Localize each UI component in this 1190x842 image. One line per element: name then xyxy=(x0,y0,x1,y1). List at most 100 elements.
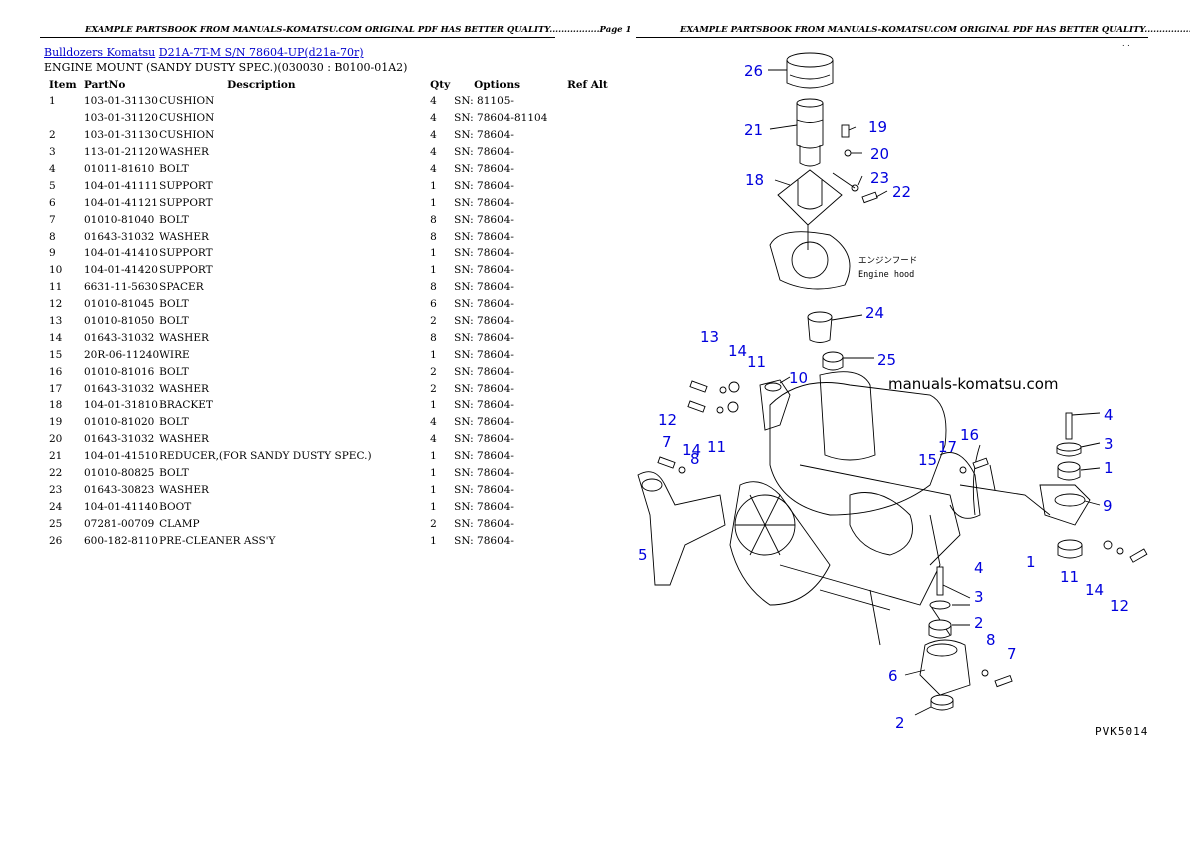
cell-qty: 1 xyxy=(430,483,437,496)
cell-description: BOLT xyxy=(159,416,189,429)
callout-label: 15 xyxy=(918,451,937,469)
cell-ref-alt xyxy=(567,296,617,313)
left-bracket-drawing xyxy=(637,379,791,586)
cell-ref-alt xyxy=(567,532,617,549)
cell-options: SN: 78604- xyxy=(454,500,514,513)
callout-label: 21 xyxy=(744,121,763,139)
cell-ref-alt xyxy=(567,245,617,262)
callout-label: 13 xyxy=(700,328,719,346)
cell-ref-alt xyxy=(567,262,617,279)
cell-options: SN: 78604- xyxy=(454,179,514,192)
breadcrumb-link-model[interactable]: D21A-7T-M S/N 78604-UP(d21a-70r) xyxy=(158,46,364,59)
col-header-partno: PartNo xyxy=(84,78,126,91)
cell-qty: 1 xyxy=(430,196,437,209)
cell-description: WIRE xyxy=(159,348,190,361)
cell-description: CUSHION xyxy=(159,129,215,142)
cell-description: CLAMP xyxy=(159,517,200,530)
cell-ref-alt xyxy=(567,346,617,363)
cell-qty: 1 xyxy=(430,264,437,277)
cell-item: 8 xyxy=(49,230,56,243)
cell-item: 2 xyxy=(49,129,56,142)
cell-description: BOLT xyxy=(159,315,189,328)
cell-description: SUPPORT xyxy=(159,247,213,260)
cell-partno: 07281-00709 xyxy=(84,517,155,530)
cell-partno: 01010-80825 xyxy=(84,467,155,480)
cell-partno: 01010-81016 xyxy=(84,365,155,378)
callout-label: 19 xyxy=(868,118,887,136)
cell-ref-alt xyxy=(567,363,617,380)
cell-qty: 4 xyxy=(430,129,437,142)
cell-partno: 104-01-41140 xyxy=(84,500,158,513)
callout-label: 7 xyxy=(662,433,672,451)
callout-label: 20 xyxy=(870,145,889,163)
callout-label: 11 xyxy=(707,438,726,456)
callout-label: 11 xyxy=(747,353,766,371)
cell-item: 25 xyxy=(49,517,63,530)
cell-qty: 8 xyxy=(430,213,437,226)
cell-options: SN: 78604- xyxy=(454,416,514,429)
callout-label: 12 xyxy=(1110,597,1129,615)
cell-options: SN: 78604- xyxy=(454,281,514,294)
cell-qty: 4 xyxy=(430,146,437,159)
cell-partno: 01010-81045 xyxy=(84,298,155,311)
cell-item: 18 xyxy=(49,399,63,412)
boot-drawing xyxy=(807,311,844,371)
cell-qty: 8 xyxy=(430,281,437,294)
cell-partno: 01010-81040 xyxy=(84,213,155,226)
callout-label: 9 xyxy=(1103,497,1113,515)
cell-item: 16 xyxy=(49,365,63,378)
cell-ref-alt xyxy=(567,127,617,144)
cell-partno: 104-01-41111 xyxy=(84,179,158,192)
cell-item: 14 xyxy=(49,331,63,344)
cell-ref-alt xyxy=(567,93,617,110)
cell-qty: 1 xyxy=(430,179,437,192)
callout-label: 16 xyxy=(960,426,979,444)
cell-options: SN: 78604- xyxy=(454,163,514,175)
cell-description: BOOT xyxy=(159,500,192,513)
cell-options: SN: 78604- xyxy=(454,433,514,446)
callout-label: 3 xyxy=(974,588,984,606)
cell-description: WASHER xyxy=(159,331,209,344)
cell-description: PRE-CLEANER ASS'Y xyxy=(159,534,276,547)
cell-description: BOLT xyxy=(159,163,189,175)
cell-item: 20 xyxy=(49,433,63,446)
cell-options: SN: 78604- xyxy=(454,365,514,378)
cell-description: SUPPORT xyxy=(159,264,213,277)
cell-ref-alt xyxy=(567,144,617,161)
cell-partno: 103-01-31120 xyxy=(84,112,158,125)
page1-divider xyxy=(40,37,555,38)
figure-code: PVK5014 xyxy=(1095,725,1148,738)
cell-partno: 104-01-41510 xyxy=(84,450,158,463)
cell-partno: 104-01-41420 xyxy=(84,264,158,277)
cell-description: BOLT xyxy=(159,298,189,311)
cell-qty: 4 xyxy=(430,433,437,446)
cell-qty: 6 xyxy=(430,298,437,311)
cell-ref-alt xyxy=(567,211,617,228)
callout-label: 10 xyxy=(789,369,808,387)
breadcrumb-link-bulldozers[interactable]: Bulldozers Komatsu xyxy=(44,46,156,59)
cell-partno: 103-01-31130 xyxy=(84,129,158,142)
cell-description: SUPPORT xyxy=(159,179,213,192)
cell-partno: 01643-30823 xyxy=(84,483,155,496)
callout-label: 12 xyxy=(658,411,677,429)
cell-options: SN: 81105- xyxy=(454,95,514,108)
cell-qty: 2 xyxy=(430,517,437,530)
col-header-item: Item xyxy=(49,78,77,91)
cell-partno: 113-01-21120 xyxy=(84,146,158,159)
callout-label: 7 xyxy=(1007,645,1017,663)
cell-description: BOLT xyxy=(159,467,189,480)
engine-hood-en-label: Engine hood xyxy=(858,270,914,280)
callout-label: 23 xyxy=(870,169,889,187)
cell-item: 12 xyxy=(49,298,63,311)
